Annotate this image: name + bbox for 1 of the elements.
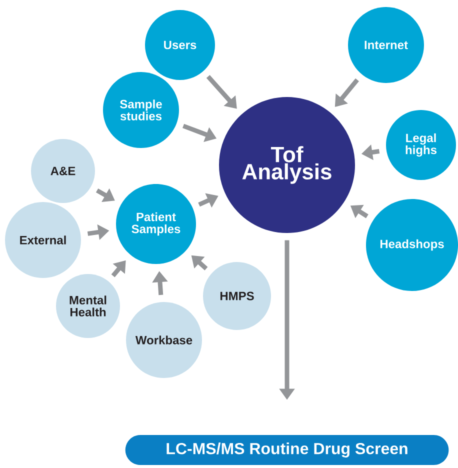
result-banner: LC-MS/MS Routine Drug Screen	[125, 435, 449, 465]
